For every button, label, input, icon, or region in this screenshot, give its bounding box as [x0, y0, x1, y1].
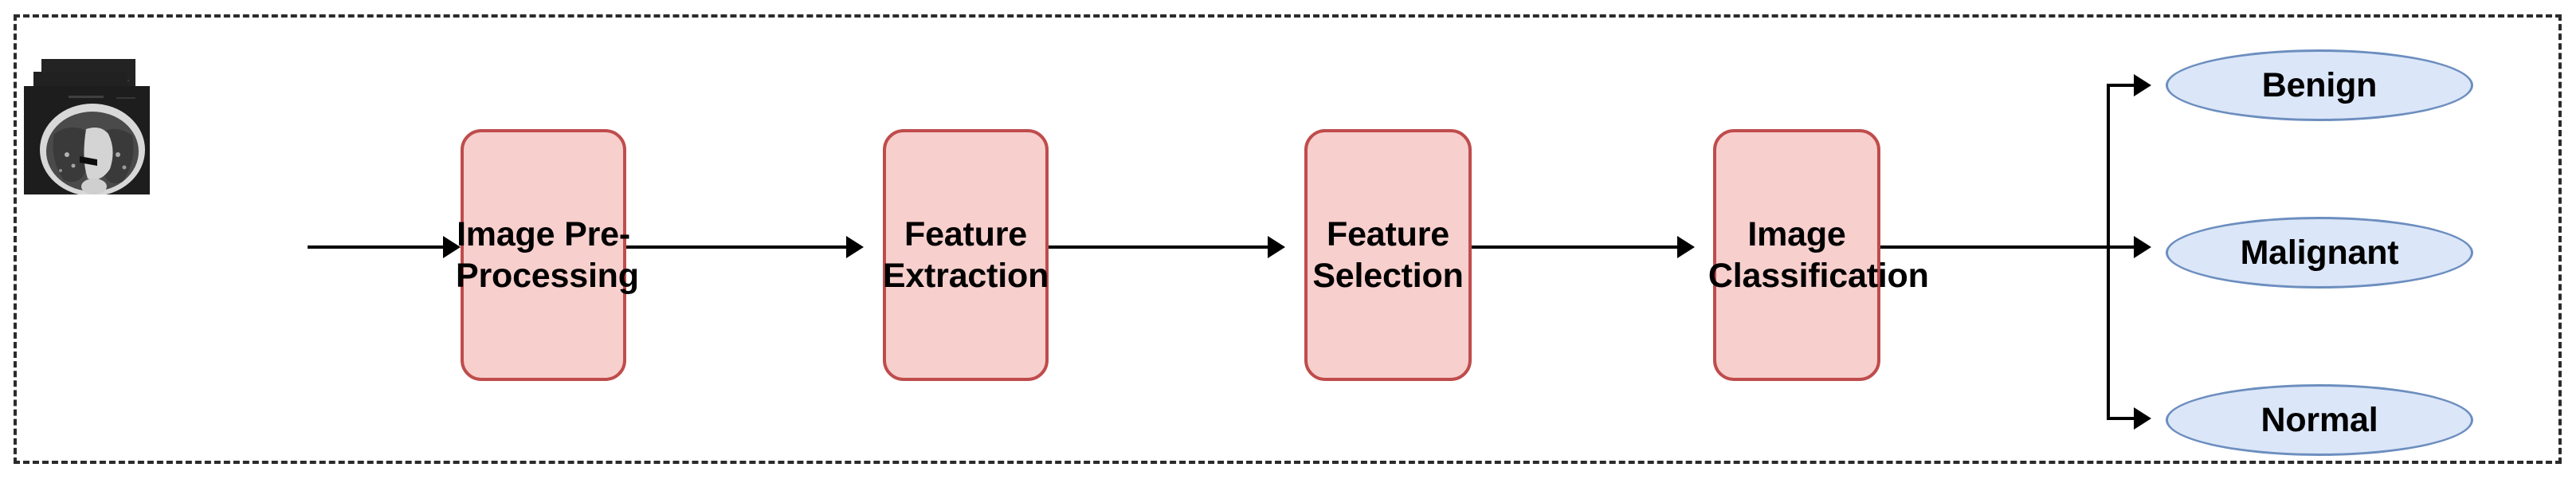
arrow-head-benign	[2134, 74, 2151, 96]
arrow-head-selection	[1268, 236, 1285, 258]
result-malignant[interactable]: Malignant	[2166, 217, 2473, 289]
process-step-feature-extraction-label: Feature Extraction	[882, 214, 1049, 295]
arrow-head-malignant	[2134, 236, 2151, 258]
arrow-head-preprocessing	[443, 236, 461, 258]
process-step-image-classification-label: Image Classification	[1708, 214, 1929, 295]
process-step-feature-selection-label: Feature Selection	[1312, 214, 1464, 295]
process-step-pre-processing[interactable]: Image Pre- Processing	[456, 129, 639, 381]
result-benign-label: Benign	[2261, 65, 2378, 104]
process-step-feature-extraction[interactable]: Feature Extraction	[883, 129, 1049, 381]
result-benign[interactable]: Benign	[2166, 49, 2473, 121]
connector-extraction-to-selection	[1049, 245, 1268, 249]
ct-slice-front	[24, 86, 150, 194]
ct-image-stack	[24, 59, 183, 194]
arrow-head-extraction	[846, 236, 864, 258]
process-step-feature-selection[interactable]: Feature Selection	[1304, 129, 1472, 381]
result-normal[interactable]: Normal	[2166, 384, 2473, 456]
connector-input-to-preprocessing	[308, 245, 443, 249]
process-step-pre-processing-label: Image Pre- Processing	[456, 214, 639, 295]
diagram-frame	[14, 14, 2562, 464]
result-normal-label: Normal	[2260, 400, 2378, 439]
ct-slice-front-graphic	[24, 86, 150, 194]
connector-selection-to-classification	[1472, 245, 1677, 249]
result-malignant-label: Malignant	[2240, 233, 2399, 272]
connector-classification-stem	[1880, 245, 2110, 249]
arrow-head-classification	[1677, 236, 1695, 258]
connector-branch-to-normal	[2107, 417, 2134, 420]
connector-branch-to-benign	[2107, 84, 2134, 87]
arrow-head-normal	[2134, 407, 2151, 430]
connector-branch-to-malignant	[2107, 245, 2134, 249]
process-step-image-classification[interactable]: Image Classification	[1708, 129, 1929, 381]
connector-branch-trunk	[2107, 84, 2110, 420]
connector-preprocessing-to-extraction	[626, 245, 846, 249]
